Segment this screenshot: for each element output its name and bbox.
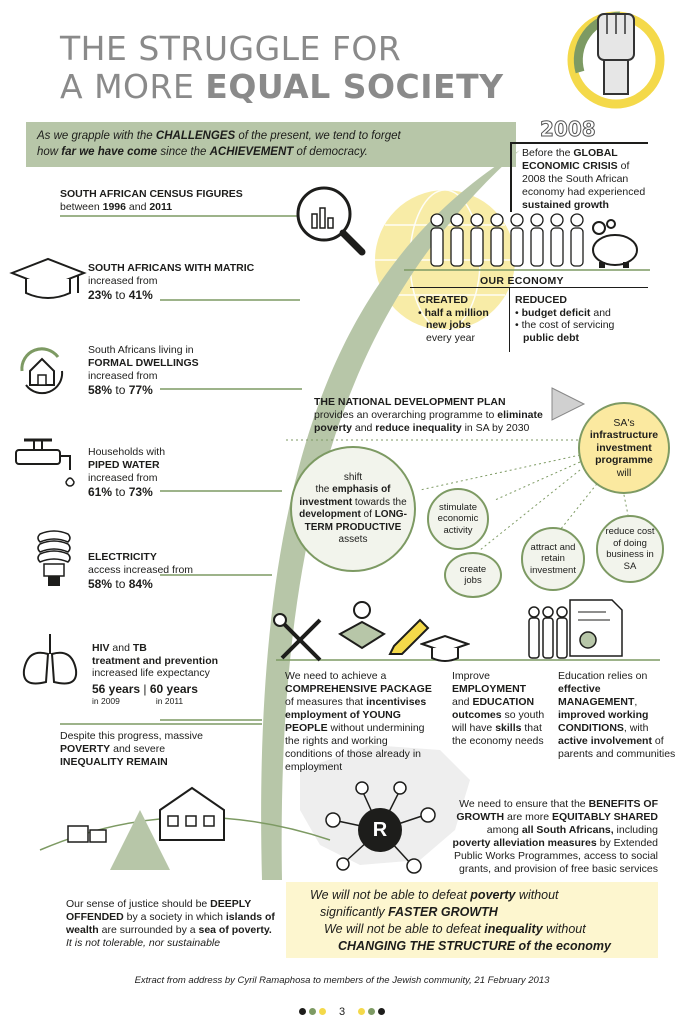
page-dot-icon: [318, 1008, 326, 1015]
ndp-block: THE NATIONAL DEVELOPMENT PLAN provides a…: [314, 396, 543, 434]
graduation-cap-small-icon: [420, 634, 470, 662]
certificate-icon: [569, 599, 623, 657]
page-number: 3: [338, 1006, 346, 1018]
intro-text: As we grapple with the CHALLENGES of the…: [37, 130, 401, 158]
page-title: THE STRUGGLE FOR A MORE EQUAL SOCIETY: [60, 30, 503, 106]
page-dot-icon: [308, 1008, 316, 1015]
worker-icon: [338, 601, 386, 650]
dwellings-block: South Africans living in FORMAL DWELLING…: [88, 344, 199, 397]
footer-citation: Extract from address by Cyril Ramaphosa …: [134, 975, 550, 986]
census-heading: SOUTH AFRICAN CENSUS FIGURES: [60, 188, 243, 200]
closing-text: We will not be able to defeat poverty wi…: [310, 888, 611, 953]
people-group-icon: [430, 213, 584, 267]
map-graphic: [300, 745, 470, 865]
economy-created: CREATED • half a million new jobs every …: [418, 294, 489, 344]
health-block: HIV and TB treatment and prevention incr…: [92, 642, 219, 706]
water-tap-icon: [15, 438, 75, 487]
management-block: Education relies on effective MANAGEMENT…: [558, 670, 676, 760]
family-icon: [528, 606, 568, 659]
crisis-text: Before the GLOBAL ECONOMIC CRISIS of 200…: [522, 147, 646, 211]
play-triangle-icon: [551, 387, 586, 421]
census-block: SOUTH AFRICAN CENSUS FIGURES between 199…: [60, 188, 243, 213]
economy-reduced: REDUCED • budget deficit and • the cost …: [515, 294, 615, 344]
graduation-cap-icon: [9, 257, 87, 299]
education-block: Improve EMPLOYMENT and EDUCATION outcome…: [452, 670, 545, 747]
magnifier-chart-icon: [296, 186, 366, 256]
tools-icon: [273, 613, 322, 662]
piggy-bank-icon: [592, 219, 638, 268]
rand-symbol: R: [372, 819, 388, 841]
matric-block: SOUTH AFRICANS WITH MATRIC increased fro…: [88, 262, 255, 302]
pagination: 3: [0, 1006, 684, 1020]
economy-divider: [509, 288, 510, 352]
intro-band: [26, 122, 516, 167]
bubble-create: create jobs: [444, 552, 502, 598]
page-dot-icon: [358, 1008, 366, 1015]
light-bulb-icon: [37, 530, 71, 586]
houses-icon: [67, 786, 225, 843]
house-cycle-icon: [20, 347, 64, 395]
page-dot-icon: [298, 1008, 306, 1015]
raised-fist-icon: [567, 11, 665, 109]
poverty-block: Despite this progress, massive POVERTY a…: [60, 730, 203, 768]
crisis-frame: [510, 142, 648, 212]
justice-block: Our sense of justice should be DEEPLY OF…: [66, 898, 275, 949]
economy-heading: OUR ECONOMY: [480, 275, 564, 287]
electricity-block: ELECTRICITY access increased from 58% to…: [88, 551, 194, 591]
bubble-stimulate: stimulate economic activity: [427, 488, 489, 550]
economy-rule: [410, 287, 648, 288]
page-dot-icon: [368, 1008, 376, 1015]
lungs-icon: [22, 634, 78, 685]
pencil-icon: [388, 618, 430, 655]
benefits-block: We need to ensure that the BENEFITS OF G…: [452, 798, 658, 875]
title-line-2-b: EQUAL SOCIETY: [205, 67, 504, 106]
bubble-attract: attract and retain investment: [521, 527, 585, 591]
bubble-reduce: reduce cost of doing business in SA: [596, 515, 664, 583]
title-line-2-a: A MORE: [60, 67, 206, 106]
water-block: Households with PIPED WATER increased fr…: [88, 446, 166, 499]
title-line-2: A MORE EQUAL SOCIETY: [60, 68, 503, 106]
title-line-1: THE STRUGGLE FOR: [60, 29, 402, 68]
page-dot-icon: [378, 1008, 386, 1015]
closing-box: [286, 882, 658, 958]
year-2008: 2008: [540, 117, 597, 142]
